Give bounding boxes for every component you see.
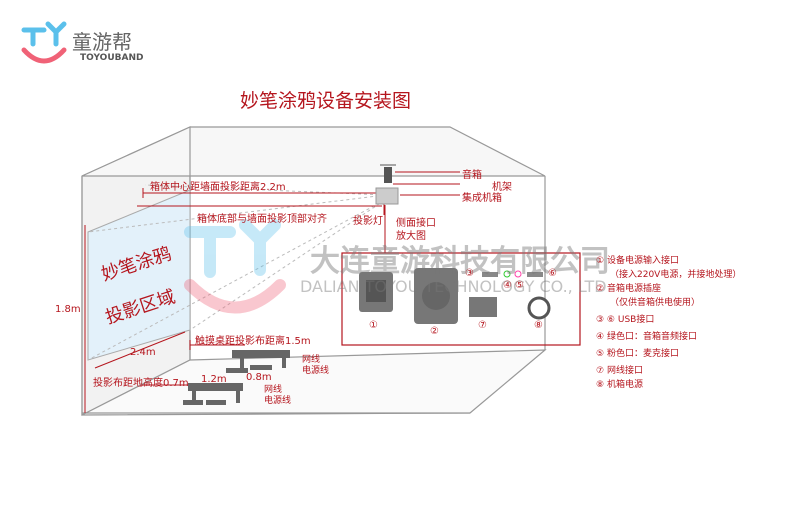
legend-item: ⑤ 粉色口：麦克接口 (596, 349, 679, 359)
page-title: 妙笔涂鸦设备安装图 (240, 90, 412, 112)
port-number: ② (430, 326, 439, 337)
label-screen-floor-height: 投影布距地高度0.7m (93, 378, 189, 389)
watermark-en: DALIAN TOYOU TECHNOLOGY CO., LTD (300, 277, 607, 296)
integrated-box-shape (375, 187, 399, 205)
logo-name: 童游帮 (72, 30, 132, 54)
label-speaker: 音箱 (462, 170, 482, 181)
port-number: ① (369, 320, 378, 331)
legend-item: ⑧ 机箱电源 (596, 380, 643, 390)
label-table-width: 0.8m (246, 372, 272, 383)
label-box-center-distance: 箱体中心距墙面投影距离2.2m (150, 182, 286, 193)
label-height: 1.8m (55, 304, 81, 315)
port-number: ⑥ (548, 268, 557, 279)
watermark-logo (184, 219, 286, 314)
speaker-shape (384, 167, 392, 183)
label-power-cable: 电源线 (264, 396, 292, 406)
legend-item: ① 设备电源输入接口 (596, 256, 679, 266)
legend-item: ④ 绿色口：音箱音频接口 (596, 332, 697, 342)
usb-port (482, 272, 498, 277)
port-number: ③ (465, 268, 474, 279)
label-network-cable: 网线 (302, 355, 321, 365)
power-button (527, 296, 551, 320)
label-box-bottom-align: 箱体底部与墙面投影顶部对齐 (197, 214, 327, 225)
label-power-cable: 电源线 (302, 366, 330, 376)
label-width: 2.4m (130, 347, 156, 358)
logo-mark (21, 21, 67, 64)
legend-item: ② 音箱电源插座 (596, 284, 661, 294)
label-network-cable: 网线 (264, 385, 283, 395)
interface-panel (341, 252, 581, 346)
legend-item: ⑦ 网线接口 (596, 366, 643, 376)
legend-sub: （接入220V电源，并接地处理） (610, 270, 742, 280)
network-port (469, 297, 497, 317)
label-side-port: 侧面接口 (396, 218, 436, 229)
logo-english: TOYOUBAND (80, 53, 144, 63)
port-number: ⑧ (534, 320, 543, 331)
legend-sub: （仅供音箱供电使用） (610, 298, 701, 308)
label-zoomed-view: 放大图 (396, 231, 426, 242)
label-rack: 机架 (492, 182, 512, 193)
watermark-cn: 大连童游科技有限公司 (310, 244, 610, 279)
port-number: ⑦ (478, 320, 487, 331)
usb-port (527, 272, 543, 277)
legend: ① 设备电源输入接口 （接入220V电源，并接地处理） ② 音箱电源插座 （仅供… (596, 254, 741, 392)
label-table-length: 1.2m (201, 374, 227, 385)
port-number: ④ (503, 280, 512, 291)
label-table-distance: 触摸桌距投影布距离1.5m (195, 336, 311, 347)
legend-item: ③ ⑥ USB接口 (596, 315, 655, 325)
label-integrated-box: 集成机箱 (462, 193, 502, 204)
pink-port (514, 270, 522, 278)
port-number: ⑤ (515, 280, 524, 291)
green-port (503, 270, 511, 278)
label-projector-light: 投影灯 (353, 216, 383, 227)
